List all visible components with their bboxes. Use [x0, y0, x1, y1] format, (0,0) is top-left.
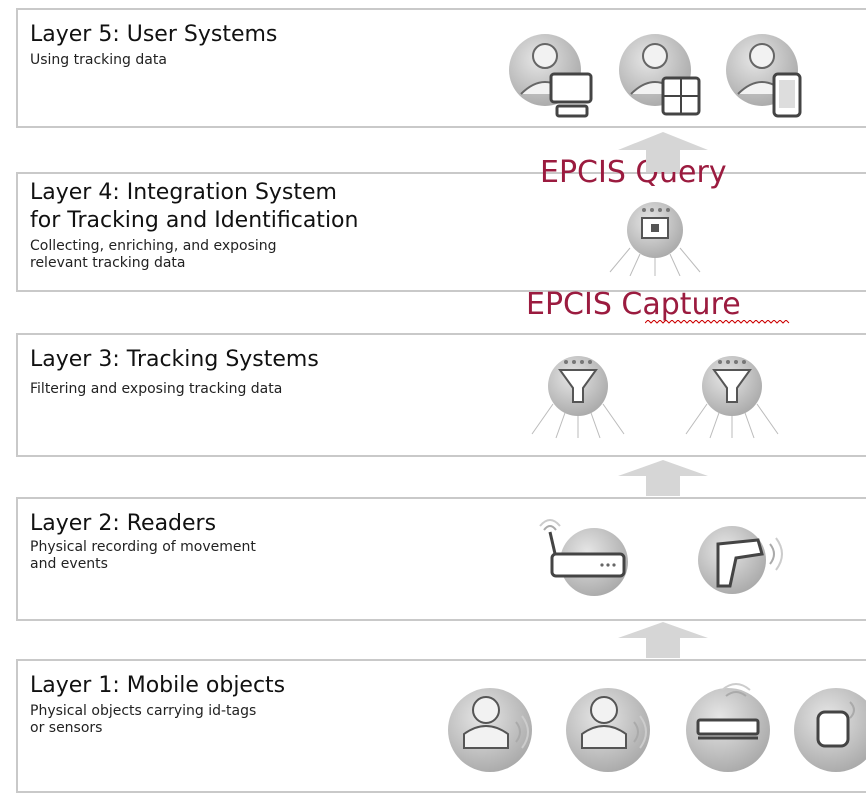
up-arrow-l2-to-l3	[618, 460, 708, 496]
up-arrow-l4-to-l5	[618, 132, 708, 172]
tagged-bed-icon	[686, 683, 770, 772]
layer-1-subtitle-line-1: Physical objects carrying id-tags	[30, 703, 257, 719]
layer-5-box: Layer 5: User Systems Using tracking dat…	[16, 8, 866, 128]
layer-3-title: Layer 3: Tracking Systems	[30, 347, 319, 372]
user-mobile-icon	[726, 34, 802, 118]
tagged-person-icon	[448, 688, 532, 772]
layer-2-subtitle-line-2: and events	[30, 556, 108, 572]
layer-4-subtitle-line-1: Collecting, enriching, and exposing	[30, 238, 277, 254]
up-arrow-l1-to-l2	[618, 622, 708, 658]
tagged-device-icon	[794, 688, 866, 772]
layer-4-subtitle-line-2: relevant tracking data	[30, 255, 186, 271]
epcis-capture-label: EPCIS Capture	[526, 287, 741, 322]
layer-1-title: Layer 1: Mobile objects	[30, 673, 286, 698]
layer-3-subtitle: Filtering and exposing tracking data	[30, 381, 283, 397]
layer-4-title-line-2: for Tracking and Identification	[30, 208, 359, 233]
layer-2-box: Layer 2: Readers Physical recording of m…	[16, 497, 866, 621]
barcode-scanner-icon	[698, 526, 783, 594]
layer-4-title-line-1: Layer 4: Integration System	[30, 180, 337, 205]
layer-2-subtitle-line-1: Physical recording of movement	[30, 539, 256, 555]
layer-5-title: Layer 5: User Systems	[30, 22, 278, 47]
integration-hub-icon	[609, 202, 701, 276]
layer-5-subtitle: Using tracking data	[30, 52, 167, 68]
filter-icon	[531, 356, 625, 439]
spellcheck-underline	[645, 320, 790, 324]
layer-1-subtitle-line-2: or sensors	[30, 720, 103, 736]
filter-icon	[685, 356, 779, 439]
rfid-reader-icon	[539, 519, 628, 596]
user-desktop-icon	[509, 34, 593, 118]
layer-4-box: Layer 4: Integration System for Tracking…	[16, 172, 866, 292]
epcis-query-label: EPCIS Query	[540, 155, 727, 190]
tagged-person-icon	[566, 688, 650, 772]
layer-2-title: Layer 2: Readers	[30, 511, 217, 536]
user-dashboard-icon	[619, 34, 701, 116]
